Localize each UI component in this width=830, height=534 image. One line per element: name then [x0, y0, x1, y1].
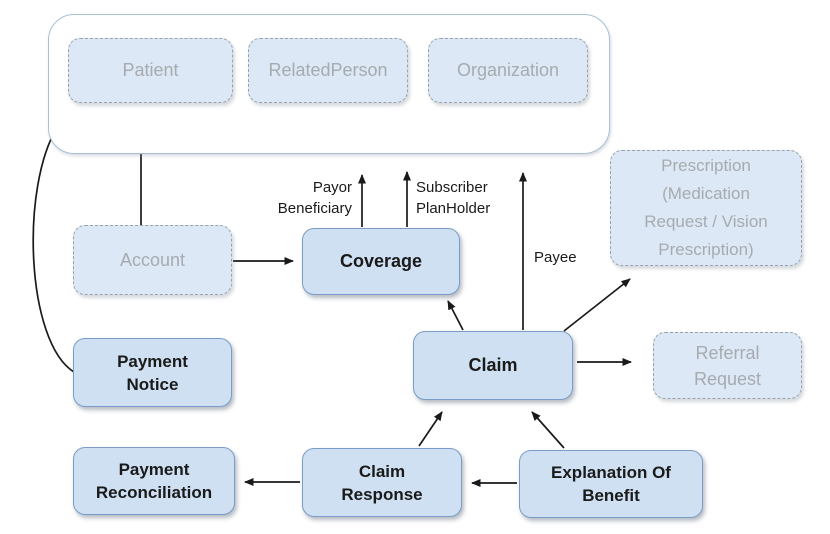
edge-claim-to-prescription	[563, 278, 631, 332]
edge-claim-to-coverage	[447, 300, 464, 331]
edge-label-line: PlanHolder	[416, 200, 491, 217]
node-coverage-label: Coverage	[339, 251, 423, 271]
edge-label-payor-beneficiary: Payor Beneficiary	[232, 177, 352, 219]
edge-label-payee: Payee	[534, 247, 577, 268]
node-claim: Claim	[413, 331, 573, 400]
edge-label-line: Payor	[312, 179, 352, 196]
edge-eob-to-claim	[531, 411, 565, 449]
node-prescription-line: Prescription)	[658, 240, 754, 259]
node-payment-reconciliation: Payment Reconciliation	[73, 447, 235, 515]
node-payment-notice: Payment Notice	[73, 338, 232, 407]
node-payment-reconciliation-line: Payment	[118, 460, 190, 479]
edge-label-line: Subscriber	[416, 179, 488, 196]
node-payment-reconciliation-line: Reconciliation	[95, 483, 213, 502]
node-explanation-of-benefit-line: Explanation Of	[551, 463, 671, 482]
edge-label-line: Beneficiary	[277, 200, 352, 217]
node-referral-request-line: Request	[693, 368, 762, 389]
node-claim-response: Claim Response	[302, 448, 462, 517]
node-patient: Patient	[68, 38, 233, 103]
node-patient-label: Patient	[122, 60, 179, 80]
node-claim-label: Claim	[468, 355, 518, 375]
edge-label-subscriber-planholder: Subscriber PlanHolder	[416, 177, 536, 219]
node-coverage: Coverage	[302, 228, 460, 295]
node-claim-response-line: Claim	[358, 461, 406, 481]
node-payment-notice-line: Notice	[126, 374, 179, 394]
edge-claim-response-to-claim	[418, 411, 443, 447]
node-account-label: Account	[119, 249, 186, 270]
node-explanation-of-benefit-line: Benefit	[582, 486, 640, 505]
node-referral-request-line: Referral	[695, 342, 760, 363]
node-claim-response-line: Response	[341, 484, 423, 504]
node-explanation-of-benefit: Explanation Of Benefit	[519, 450, 703, 518]
edge-label-payee-text: Payee	[534, 249, 577, 266]
node-prescription-line: Prescription	[661, 156, 751, 175]
node-related-person-label: RelatedPerson	[268, 60, 388, 80]
node-prescription-line: Request / Vision	[644, 212, 768, 231]
node-related-person: RelatedPerson	[248, 38, 408, 103]
node-organization-label: Organization	[456, 60, 560, 80]
node-payment-notice-line: Payment	[117, 351, 188, 371]
node-account: Account	[73, 225, 232, 295]
node-prescription-line: (Medication	[662, 184, 750, 203]
node-referral-request: Referral Request	[653, 332, 802, 399]
node-organization: Organization	[428, 38, 588, 103]
node-prescription: Prescription (Medication Request / Visio…	[610, 150, 802, 266]
edge-payment-notice-to-party-group	[32, 125, 75, 373]
